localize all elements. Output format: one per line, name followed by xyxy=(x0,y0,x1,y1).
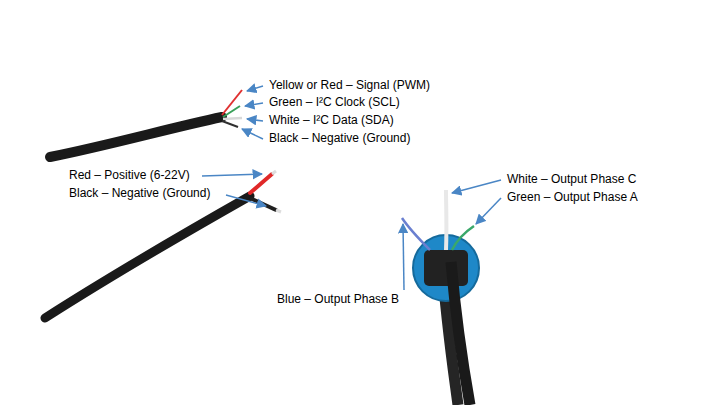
wire-label: Black – Negative (Ground) xyxy=(68,186,211,201)
sda-wire xyxy=(223,118,242,119)
wire-label: Red – Positive (6-22V) xyxy=(68,168,191,183)
leader-arrow xyxy=(245,103,263,106)
leader-arrow xyxy=(452,180,501,193)
leader-arrow xyxy=(403,224,404,290)
motor-cable xyxy=(451,262,470,405)
wire-label: Green – Output Phase A xyxy=(506,190,639,205)
leader-arrow xyxy=(247,86,263,91)
leader-arrow xyxy=(242,129,263,139)
wire-label: Blue – Output Phase B xyxy=(276,292,400,307)
phase-a-wire xyxy=(452,226,474,250)
wire-label: Yellow or Red – Signal (PWM) xyxy=(268,78,431,93)
wire-label: White – Output Phase C xyxy=(506,172,637,187)
wire-tip xyxy=(276,210,281,212)
wire-label: White – I²C Data (SDA) xyxy=(268,113,395,128)
positive-wire xyxy=(250,174,272,193)
leader-arrows xyxy=(202,86,501,290)
ground-wire xyxy=(222,121,238,127)
scl-wire xyxy=(223,106,240,117)
leader-arrow xyxy=(476,198,501,224)
leader-arrow xyxy=(247,119,263,121)
leader-arrow xyxy=(226,195,266,206)
negative-wire xyxy=(252,199,276,210)
motor-electronics xyxy=(424,250,468,286)
wire-label: Black – Negative (Ground) xyxy=(268,131,411,146)
wire-tip xyxy=(272,171,276,174)
wire-label: Green – I²C Clock (SCL) xyxy=(268,95,401,110)
leader-arrow xyxy=(202,174,262,176)
signal-cable xyxy=(50,117,222,157)
phase-b-wire xyxy=(402,218,430,250)
phase-c-wire xyxy=(444,190,448,250)
power-cable xyxy=(45,196,250,318)
